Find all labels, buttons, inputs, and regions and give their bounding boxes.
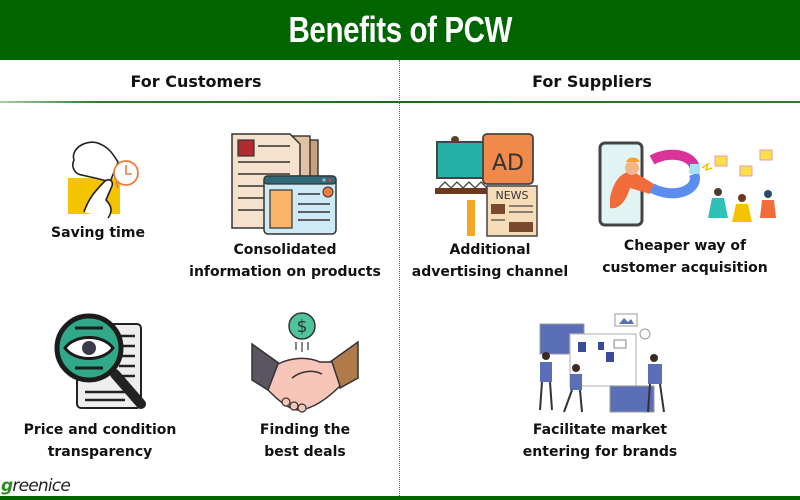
svg-text:NEWS: NEWS	[495, 189, 528, 202]
benefit-best-deals: $ Finding the best deals	[230, 312, 380, 463]
footer-bar	[0, 496, 800, 500]
column-divider	[399, 60, 400, 496]
benefit-label: Consolidated information on products	[189, 242, 381, 280]
benefit-price-transparency: Price and condition transparency	[10, 312, 190, 463]
billboard-ad-news-icon: AD NEWS	[435, 133, 538, 237]
benefit-market-entering: Facilitate market entering for brands	[500, 312, 700, 463]
benefit-label: Saving time	[51, 225, 145, 241]
greenice-logo: greenice	[1, 476, 71, 496]
magnifier-eye-document-icon	[54, 313, 146, 409]
documents-browser-window-icon	[231, 133, 337, 235]
benefit-label: Price and condition transparency	[23, 422, 177, 460]
page-title: Benefits of PCW	[288, 9, 512, 50]
title-banner: Benefits of PCW	[0, 0, 800, 60]
handshake-dollar-icon: $	[251, 312, 359, 413]
customers-column-header: For Customers	[130, 71, 262, 91]
benefit-label: Cheaper way of customer acquisition	[602, 238, 768, 276]
suppliers-column-header: For Suppliers	[532, 71, 652, 91]
benefit-saving-time: Saving time	[28, 130, 168, 244]
phone-magnet-people-gifts-icon	[598, 141, 776, 227]
benefit-label: Facilitate market entering for brands	[522, 422, 678, 460]
svg-text:AD: AD	[492, 151, 524, 176]
benefit-label: Finding the best deals	[259, 422, 351, 460]
benefit-cheaper-acquisition: Cheaper way of customer acquisition	[580, 138, 790, 279]
benefit-consolidated-information: Consolidated information on products	[180, 132, 390, 283]
benefit-additional-advertising: AD NEWS Additional advertising channel	[405, 132, 575, 283]
hand-watch-clock-icon	[68, 141, 139, 219]
svg-text:$: $	[297, 317, 308, 337]
header-divider	[0, 101, 800, 103]
team-board-presentation-icon	[539, 313, 665, 413]
benefit-label: Additional advertising channel	[411, 242, 569, 280]
